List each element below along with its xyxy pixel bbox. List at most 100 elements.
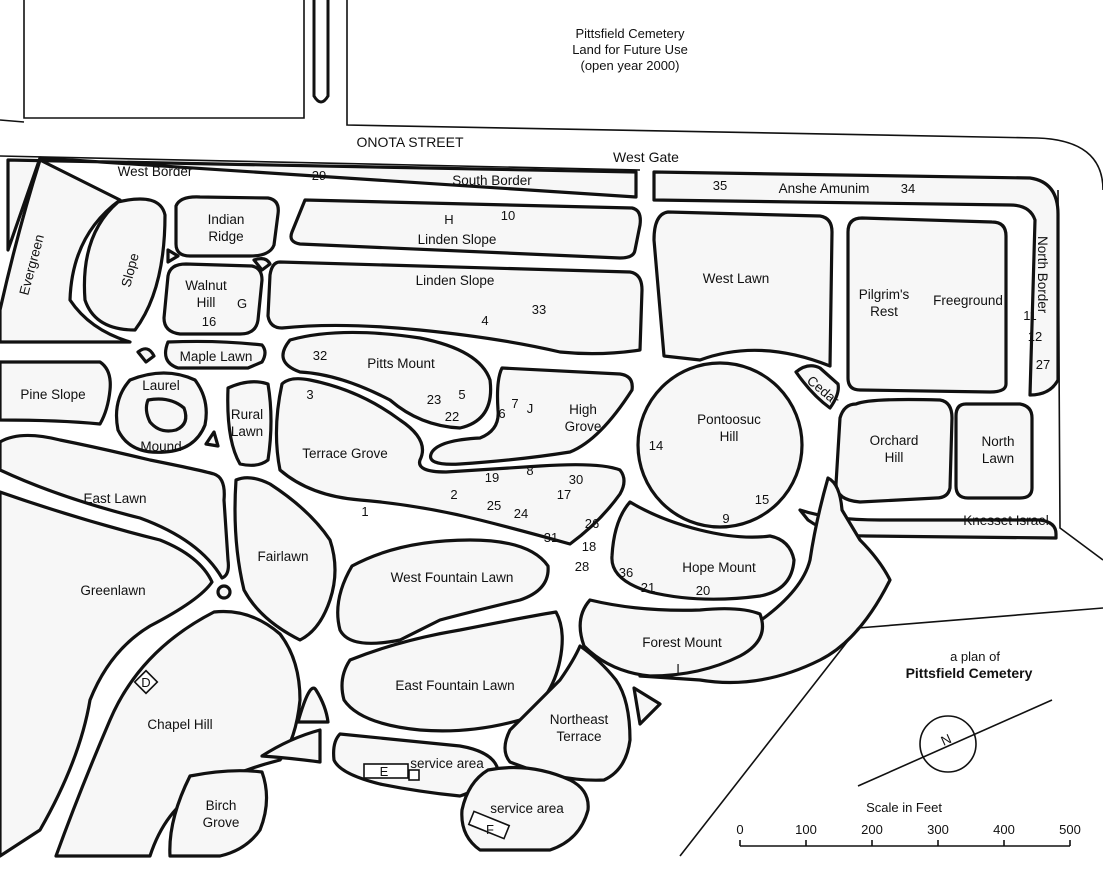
section-terrace-grove[interactable] xyxy=(274,377,626,546)
marker-32: 32 xyxy=(313,348,327,363)
section-high-grove[interactable] xyxy=(429,366,634,466)
future-use-line1: Pittsfield Cemetery xyxy=(575,26,685,41)
island-triangle-1 xyxy=(166,248,180,264)
section-west-border[interactable] xyxy=(6,156,638,252)
marker-18: 18 xyxy=(582,539,596,554)
section-linden-slope-upper[interactable] xyxy=(289,198,642,260)
label-linden-slope-lower: Linden Slope xyxy=(416,273,495,288)
marker-f: F xyxy=(486,822,494,837)
building-d xyxy=(133,669,159,695)
scale-tick-label: 200 xyxy=(861,822,883,837)
label-pitts-mount: Pitts Mount xyxy=(367,356,435,371)
marker-6: 6 xyxy=(498,406,505,421)
label-rural-lawn: Lawn xyxy=(231,424,263,439)
section-north-lawn[interactable] xyxy=(954,402,1034,500)
label-laurel: Laurel xyxy=(142,378,180,393)
label-high-grove: Grove xyxy=(565,419,602,434)
section-east-lawn[interactable] xyxy=(0,433,230,580)
marker-4: 4 xyxy=(481,313,488,328)
future-use-parcel-left xyxy=(23,0,305,119)
section-hope-mount[interactable] xyxy=(610,500,796,601)
label-north-border: North Border xyxy=(1035,236,1050,314)
section-east-sector[interactable] xyxy=(638,476,892,685)
marker-21: 21 xyxy=(641,580,655,595)
section-service-area-upper[interactable] xyxy=(332,732,500,798)
island-triangle-6 xyxy=(260,728,322,764)
label-chapel-hill: Chapel Hill xyxy=(147,717,212,732)
label-service-area-lower: service area xyxy=(490,801,564,816)
section-fairlawn[interactable] xyxy=(233,476,337,642)
section-evergreen[interactable] xyxy=(0,158,132,344)
marker-14: 14 xyxy=(649,438,663,453)
label-pilgrims: Pilgrim's xyxy=(859,287,910,302)
label-northeast: Northeast xyxy=(550,712,609,727)
marker-22: 22 xyxy=(445,409,459,424)
island-triangle-7 xyxy=(632,686,662,726)
section-orchard-hill[interactable] xyxy=(834,397,954,504)
label-knesset-israel: Knesset Israel xyxy=(963,513,1049,528)
section-cedar[interactable] xyxy=(794,364,840,410)
section-rural-lawn[interactable] xyxy=(226,380,273,467)
marker-7: 7 xyxy=(511,396,518,411)
section-pilgrims-rest-freeground[interactable] xyxy=(846,216,1008,394)
section-slope[interactable] xyxy=(82,197,167,332)
boundary-southeast xyxy=(857,607,1103,629)
laurel-inner-loop xyxy=(144,397,188,433)
marker-29: 29 xyxy=(312,168,326,183)
scale-tick-label: 300 xyxy=(927,822,949,837)
section-indian-ridge[interactable] xyxy=(174,195,280,258)
section-pitts-mount[interactable] xyxy=(281,330,493,430)
section-linden-slope-lower[interactable] xyxy=(266,260,644,356)
section-birch-grove[interactable] xyxy=(168,769,269,858)
label-north-lawn: Lawn xyxy=(982,451,1014,466)
label-indian: Indian xyxy=(208,212,245,227)
marker-i: I xyxy=(676,661,680,676)
scale-tick-label: 400 xyxy=(993,822,1015,837)
section-greenlawn[interactable] xyxy=(0,490,214,858)
building-e xyxy=(363,763,409,779)
section-pine-slope[interactable] xyxy=(0,360,112,426)
label-orchard-hill: Hill xyxy=(885,450,904,465)
boundary-south-diag xyxy=(679,627,859,857)
marker-15: 15 xyxy=(755,492,769,507)
section-walnut-hill[interactable] xyxy=(162,262,264,336)
label-east-lawn: East Lawn xyxy=(83,491,146,506)
marker-30: 30 xyxy=(569,472,583,487)
label-maple-lawn: Maple Lawn xyxy=(180,349,253,364)
marker-24: 24 xyxy=(514,506,528,521)
onota-street-south-edge xyxy=(0,155,641,171)
label-west-fountain-lawn: West Fountain Lawn xyxy=(391,570,514,585)
scale-title: Scale in Feet xyxy=(866,800,942,815)
north-arrow-label: N xyxy=(939,731,954,749)
marker-9: 9 xyxy=(722,511,729,526)
marker-27: 27 xyxy=(1036,357,1050,372)
scale-tick-label: 0 xyxy=(736,822,743,837)
label-orchard: Orchard xyxy=(870,433,919,448)
marker-11: 11 xyxy=(1023,308,1037,323)
marker-31: 31 xyxy=(544,530,558,545)
future-use-line2: Land for Future Use xyxy=(572,42,688,57)
marker-36: 36 xyxy=(619,565,633,580)
label-pontoosuc-hill: Hill xyxy=(720,429,739,444)
north-arrow-circle xyxy=(919,715,977,773)
scale-tick-label: 100 xyxy=(795,822,817,837)
marker-d: D xyxy=(141,675,150,690)
label-south-border: South Border xyxy=(452,173,532,188)
section-maple-lawn[interactable] xyxy=(164,339,267,370)
marker-34: 34 xyxy=(901,181,915,196)
section-pontoosuc-hill[interactable] xyxy=(636,361,804,529)
section-west-fountain-lawn[interactable] xyxy=(336,538,550,645)
section-forest-mount[interactable] xyxy=(578,598,765,678)
marker-25: 25 xyxy=(487,498,501,513)
section-west-lawn[interactable] xyxy=(652,210,834,368)
label-freeground: Freeground xyxy=(933,293,1003,308)
boundary-east xyxy=(1057,189,1103,561)
island-triangle-4 xyxy=(204,430,220,448)
section-anshe-amunim[interactable] xyxy=(652,170,1060,397)
marker-23: 23 xyxy=(427,392,441,407)
marker-g: G xyxy=(237,296,247,311)
label-rest: Rest xyxy=(870,304,898,319)
building-e-annex xyxy=(408,769,420,781)
marker-33: 33 xyxy=(532,302,546,317)
